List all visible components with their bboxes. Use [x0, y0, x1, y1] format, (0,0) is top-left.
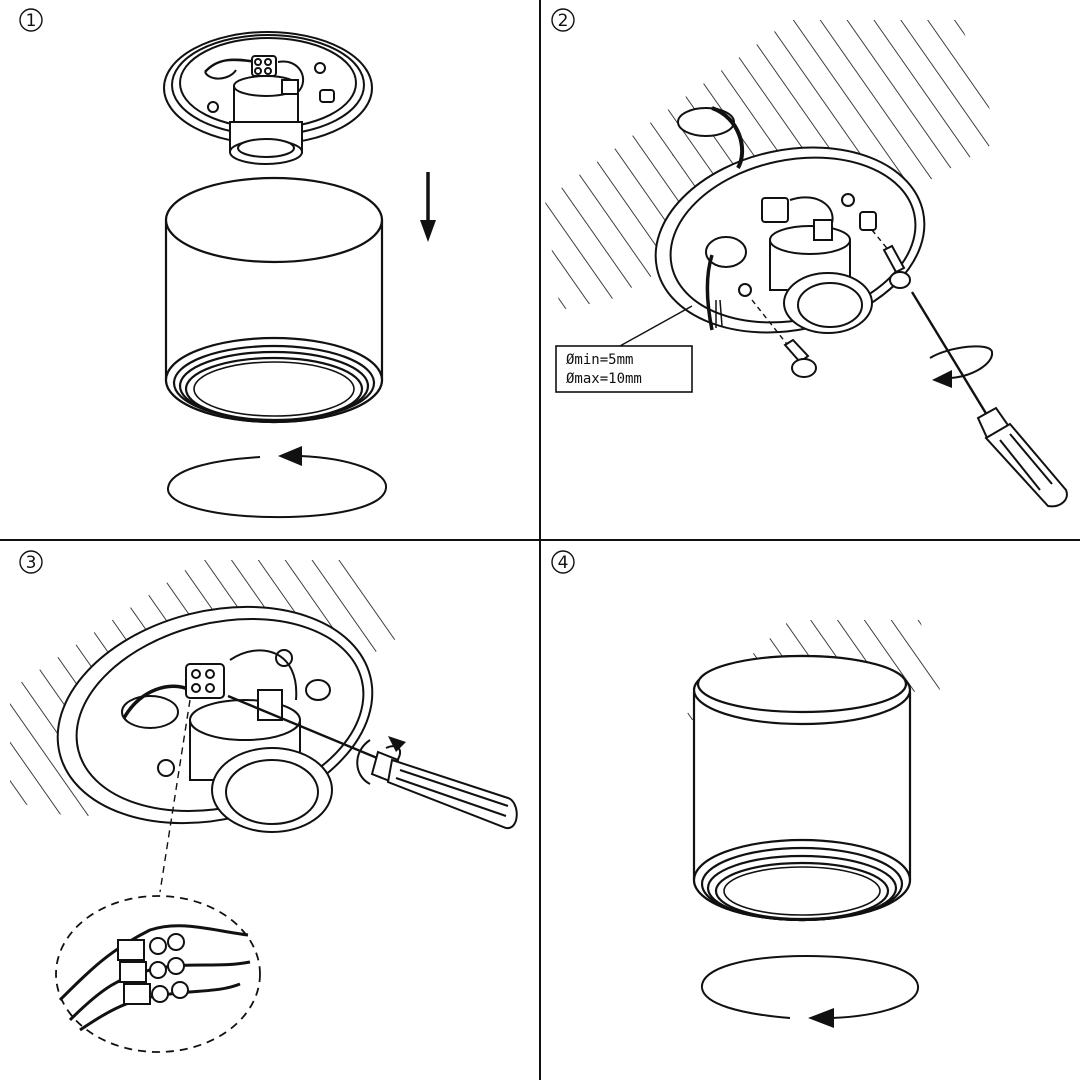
- panel-1: 1: [19, 8, 436, 519]
- terminal-detail-callout: [55, 895, 261, 1053]
- step-number-4: 4: [551, 550, 575, 574]
- terminal-block: [761, 197, 789, 223]
- down-arrow-icon: [420, 172, 436, 242]
- svg-text:2: 2: [558, 11, 569, 31]
- svg-text:3: 3: [26, 553, 37, 573]
- panel-4: 4: [551, 550, 940, 1028]
- rotate-arrow-icon: [356, 736, 406, 785]
- screw-bottom: [751, 299, 817, 378]
- panel-3: 3: [10, 550, 518, 1053]
- cable-entry-hole: [705, 236, 747, 268]
- step-number-1: 1: [19, 8, 43, 32]
- lamp-socket: [229, 75, 303, 165]
- cable-min-diameter: Ømin=5mm: [566, 352, 633, 368]
- lamp-socket: [189, 689, 333, 833]
- lamp-cylinder: [164, 176, 384, 424]
- rotate-arrow-icon: [700, 954, 920, 1028]
- installed-lamp: [692, 654, 912, 922]
- terminal-block: [251, 55, 277, 77]
- mounting-plate: [56, 605, 374, 833]
- ceiling-hole: [677, 107, 735, 137]
- cable-diameter-label: Ømin=5mm Ømax=10mm: [555, 345, 693, 393]
- cable-max-diameter: Ømax=10mm: [566, 371, 642, 387]
- rotate-arrow-icon: [929, 345, 994, 388]
- base-plate: [163, 31, 373, 165]
- panel-2: 2: [545, 8, 1068, 508]
- terminal-block: [185, 663, 225, 699]
- screw-right: [871, 229, 911, 289]
- svg-text:4: 4: [558, 553, 569, 573]
- lamp-socket: [769, 219, 873, 334]
- screwdriver: [910, 291, 1068, 508]
- rotate-arrow-icon: [167, 446, 388, 519]
- step-number-2: 2: [551, 8, 575, 32]
- svg-text:1: 1: [26, 11, 37, 31]
- screwdriver: [227, 694, 518, 829]
- mounting-plate: [654, 106, 926, 334]
- step-number-3: 3: [19, 550, 43, 574]
